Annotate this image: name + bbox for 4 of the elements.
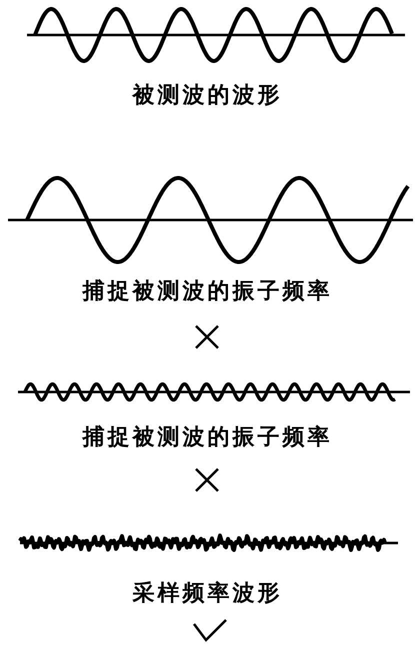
waveform-caption: 被测波的波形 [132,82,282,110]
waveform-caption: 捕捉被测波的振子频率 [82,278,332,306]
waveform-caption: 捕捉被测波的振子频率 [82,424,332,452]
waveform-caption: 采样频率波形 [132,580,282,608]
